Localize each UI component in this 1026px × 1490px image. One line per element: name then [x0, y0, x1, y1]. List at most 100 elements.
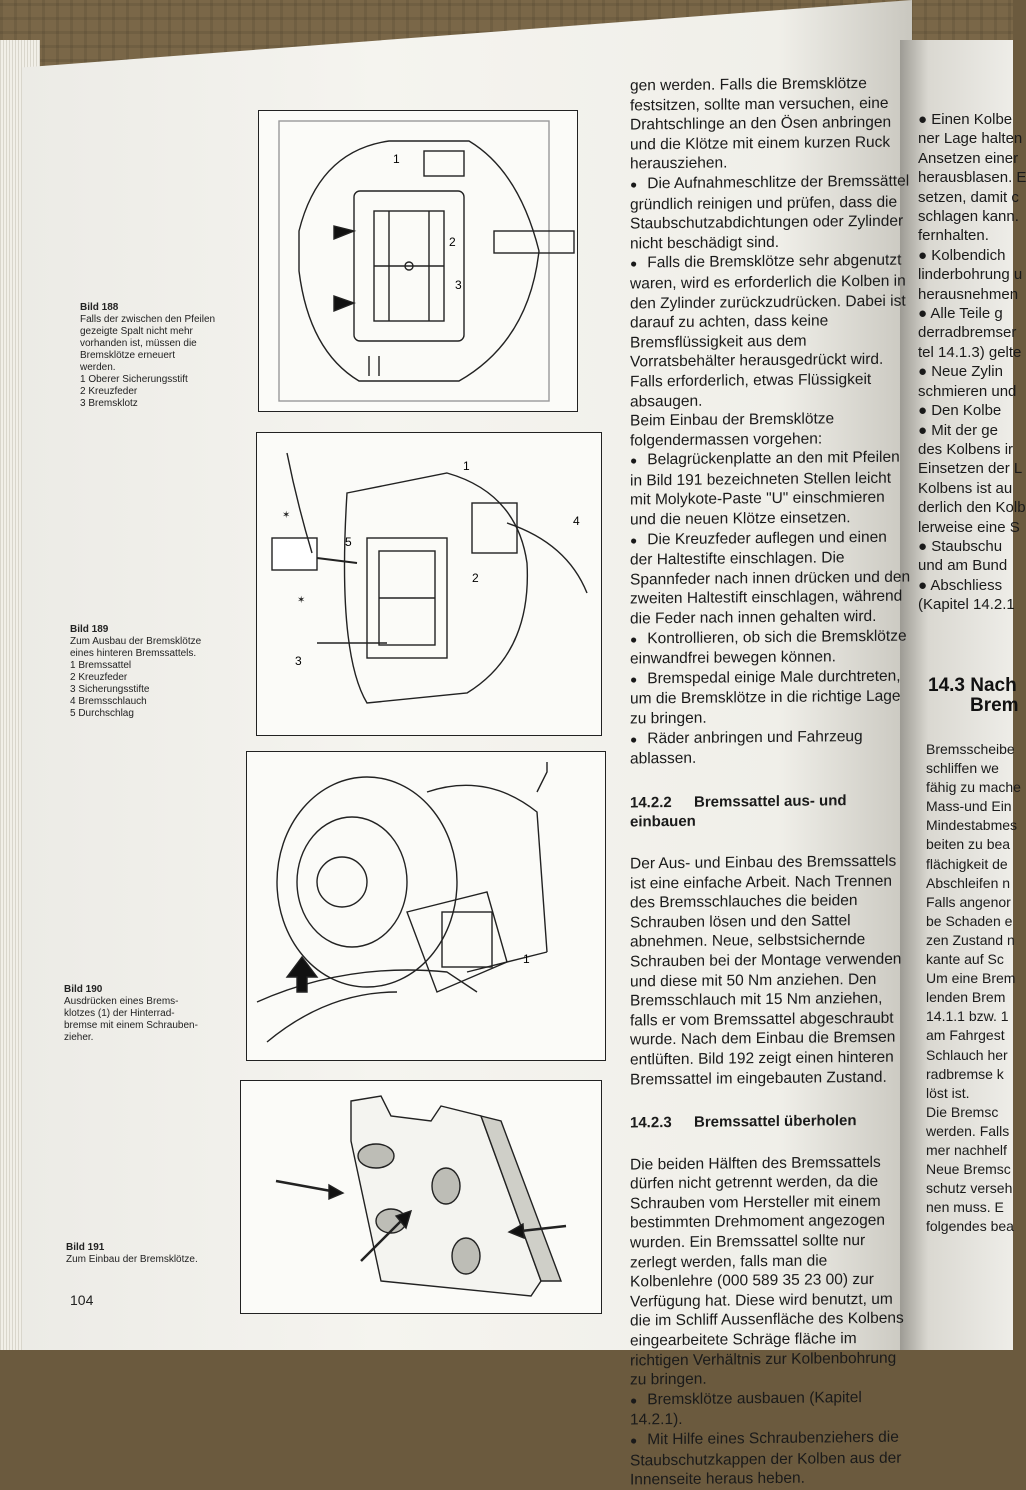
- figure-191-title: Bild 191: [66, 1242, 105, 1253]
- bullet-item: Bremspedal einige Male durchtreten, um d…: [630, 666, 912, 729]
- caption-line: 2 Kreuzfeder: [80, 386, 138, 397]
- svg-text:✶: ✶: [297, 595, 305, 606]
- bullet-item: Belagrückenplatte an den mit Pfeilen in …: [630, 448, 912, 530]
- fig189-callout-1: 1: [463, 459, 470, 473]
- section-number: 14.2.2: [630, 793, 672, 812]
- fig190-callout-1: 1: [523, 952, 530, 966]
- caption-line: Ausdrücken eines Brems-: [64, 996, 179, 1007]
- figure-188-caption: Bild 188 Falls der zwischen den Pfeilen …: [80, 302, 240, 410]
- right-column-line: herausnehmen: [918, 285, 1019, 303]
- right-section-title-2: Brem: [970, 695, 1019, 716]
- right-section-heading: 14.3 Nach Brem: [928, 675, 1019, 716]
- caption-line: 1 Oberer Sicherungsstift: [80, 374, 188, 385]
- svg-text:✶: ✶: [282, 510, 290, 521]
- caption-line: bremse mit einem Schrauben-: [64, 1020, 198, 1031]
- right-column-line: derlich den Kolb: [918, 499, 1026, 517]
- right-column-line: fähig zu mache: [926, 779, 1021, 796]
- right-column-line: ● Abschliess: [918, 576, 1003, 594]
- caption-line: vorhanden ist, müssen die: [80, 338, 197, 349]
- figure-191-caption: Bild 191 Zum Einbau der Bremsklötze.: [66, 1242, 226, 1266]
- right-column-line: nen muss. E: [926, 1199, 1004, 1216]
- fig189-callout-4: 4: [573, 514, 580, 528]
- fig188-callout-1: 1: [393, 152, 400, 166]
- paragraph: Die beiden Hälften des Bremssattels dürf…: [630, 1153, 904, 1389]
- right-column-line: derradbremser: [918, 324, 1017, 342]
- paragraph: Der Aus- und Einbau des Bremssattels ist…: [630, 852, 902, 1088]
- right-column-line: Falls angenor: [926, 893, 1011, 910]
- right-column-line: herausblasen. E: [918, 169, 1026, 187]
- right-column-line: Einsetzen der L: [918, 460, 1023, 478]
- right-column-line: Neue Bremsc: [926, 1161, 1011, 1178]
- right-column-line: kante auf Sc: [926, 951, 1004, 968]
- figure-191-illustration: [240, 1080, 602, 1314]
- figure-189-title: Bild 189: [70, 624, 109, 635]
- right-column-line: Ansetzen einer: [918, 149, 1019, 167]
- right-column-line: Kolbens ist au: [918, 479, 1013, 497]
- right-column-line: flächigkeit de: [926, 855, 1008, 872]
- figure-189-caption: Bild 189 Zum Ausbau der Bremsklötze eine…: [70, 624, 230, 720]
- right-column-line: werden. Falls: [926, 1122, 1010, 1139]
- caption-line: werden.: [80, 362, 116, 373]
- caption-line: gezeigte Spalt nicht mehr: [80, 326, 193, 337]
- figure-190-caption: Bild 190 Ausdrücken eines Brems- klotzes…: [64, 984, 224, 1044]
- right-column-line: ● Den Kolbe: [918, 402, 1002, 420]
- right-column-line: löst ist.: [926, 1084, 970, 1101]
- right-column-line: am Fahrgest: [926, 1027, 1005, 1044]
- fig189-callout-2: 2: [472, 571, 479, 585]
- caption-line: eines hinteren Bremssattels.: [70, 648, 197, 659]
- caption-line: 3 Sicherungsstifte: [70, 684, 150, 695]
- caption-line: klotzes (1) der Hinterrad-: [64, 1008, 175, 1019]
- bullet-item: Die Kreuzfeder auflegen und einen der Ha…: [630, 527, 912, 629]
- section-title: Bremssattel überholen: [694, 1112, 857, 1131]
- caption-line: 5 Durchschlag: [70, 708, 134, 719]
- right-column-line: zen Zustand n: [926, 931, 1015, 948]
- right-column-line: ● Alle Teile g: [918, 305, 1003, 323]
- right-section-title-1: Nach: [970, 675, 1017, 696]
- right-column-line: mer nachhelf: [926, 1141, 1007, 1158]
- caption-line: 4 Bremsschlauch: [70, 696, 147, 707]
- right-column-line: ● Kolbendich: [918, 246, 1006, 264]
- right-column-line: Schlauch her: [926, 1046, 1008, 1063]
- section-number: 14.2.3: [630, 1114, 672, 1132]
- right-column-line: des Kolbens ir: [918, 440, 1014, 458]
- right-column-line: lerweise eine S: [918, 518, 1020, 536]
- right-column-line: ner Lage halten: [918, 130, 1023, 148]
- right-column-line: ● Staubschu: [918, 537, 1003, 555]
- caption-line: Falls der zwischen den Pfeilen: [80, 314, 216, 325]
- right-column-line: (Kapitel 14.2.1: [918, 596, 1015, 614]
- right-column-line: schlagen kann.: [918, 208, 1019, 226]
- right-column-line: radbremse k: [926, 1065, 1004, 1082]
- figure-188-illustration: [258, 110, 578, 412]
- figure-188-title: Bild 188: [80, 302, 119, 313]
- right-section-number: 14.3: [928, 675, 965, 696]
- right-column-line: 14.1.1 bzw. 1: [926, 1008, 1009, 1025]
- right-column-line: folgendes bea: [926, 1218, 1014, 1235]
- right-column-line: fernhalten.: [918, 227, 989, 245]
- right-column-line: Mindestabmes: [926, 817, 1018, 834]
- fig189-callout-5: 5: [345, 535, 352, 549]
- right-column-line: beiten zu bea: [926, 836, 1011, 853]
- bullet-item: Mit Hilfe eines Schraubenziehers die Sta…: [630, 1428, 912, 1490]
- section-heading-14-2-3: 14.2.3 Bremssattel überholen: [630, 1111, 912, 1134]
- bullet-item: Kontrollieren, ob sich die Bremsklötze e…: [630, 626, 912, 669]
- fig188-callout-3: 3: [455, 278, 462, 292]
- fig188-callout-2: 2: [449, 235, 456, 249]
- right-page: [900, 40, 1013, 1350]
- right-column-line: Um eine Brem: [926, 970, 1016, 987]
- right-column-line: Mass-und Ein: [926, 798, 1012, 815]
- right-column-line: lenden Brem: [926, 989, 1006, 1006]
- right-column-line: und am Bund: [918, 557, 1008, 575]
- page-number: 104: [70, 1292, 94, 1308]
- figure-190-illustration: [246, 751, 606, 1061]
- bullet-item: Falls die Bremsklötze sehr abgenutzt war…: [630, 251, 912, 412]
- right-column-line: Abschleifen n: [926, 874, 1011, 891]
- right-column-line: schliffen we: [926, 760, 999, 777]
- paragraph: Beim Einbau der Bremsklötze folgendermas…: [630, 410, 835, 450]
- figure-190-title: Bild 190: [64, 984, 103, 995]
- right-column-line: setzen, damit c: [918, 188, 1019, 206]
- caption-line: Bremsklötze erneuert: [80, 350, 176, 361]
- bullet-item: Räder anbringen und Fahrzeug ablassen.: [630, 726, 912, 769]
- caption-line: 3 Bremsklotz: [80, 398, 138, 409]
